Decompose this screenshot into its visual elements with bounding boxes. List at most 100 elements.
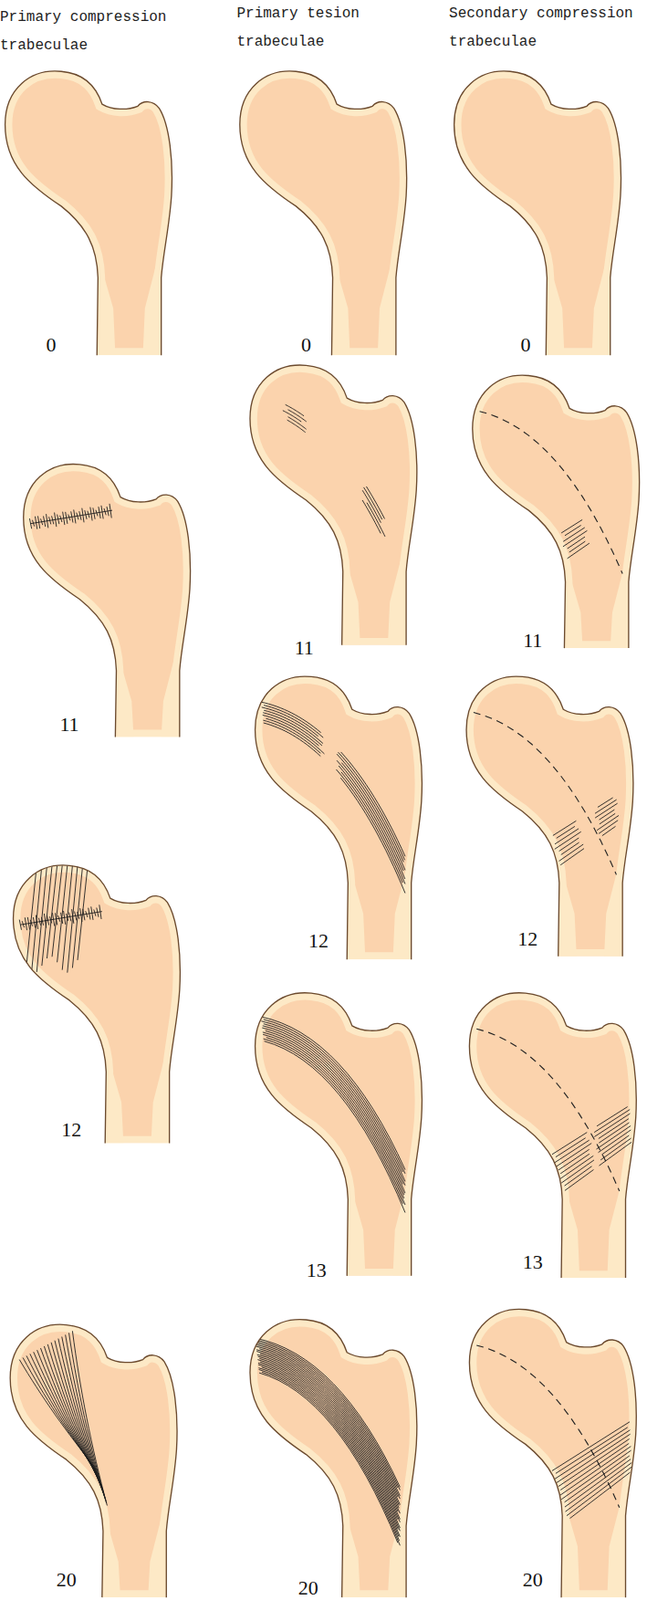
femur-body: [255, 992, 423, 1276]
femur: [13, 865, 181, 1144]
trabecula-line: [72, 1330, 107, 1505]
femur-body: [469, 992, 637, 1278]
stage-number: 20: [522, 1568, 543, 1591]
shaft-cortex: [147, 1490, 168, 1597]
femur-body: [5, 71, 173, 355]
trabecula-line: [52, 515, 54, 524]
trabecula-line: [598, 1122, 629, 1143]
trabecula-line: [556, 825, 575, 838]
trabecula-line: [599, 813, 616, 825]
trabecula-line: [566, 1466, 632, 1516]
trabecula-line: [598, 1129, 632, 1153]
trabecula-line: [99, 904, 102, 919]
femur-body: [469, 1308, 637, 1597]
femur: [255, 676, 423, 960]
trabecula-line: [560, 848, 585, 866]
shaft-cortex: [104, 1055, 124, 1143]
trabecula-line: [597, 797, 614, 807]
stage-number: 13: [306, 1259, 327, 1282]
stage-number: 0: [301, 333, 312, 356]
trabecula-line: [85, 910, 88, 918]
trabecula-line: [72, 865, 83, 968]
trabecula-line: [258, 1362, 400, 1531]
femur-outline: [10, 1324, 178, 1597]
femur-outline: [255, 992, 423, 1276]
trabecula-line: [49, 516, 52, 524]
trabecula-line: [264, 1041, 406, 1213]
femur-outline: [469, 992, 637, 1278]
femur: [23, 463, 191, 737]
trabecula-line: [91, 906, 94, 920]
stage-number: 20: [298, 1576, 319, 1599]
femur-outline: [250, 365, 418, 646]
femur-body: [13, 865, 181, 1144]
trabecula-line: [259, 1368, 400, 1541]
column-heading: Primary compression trabeculae: [0, 3, 183, 61]
trabecula-line: [41, 865, 53, 966]
femur-outline: [240, 71, 407, 355]
trabecula-line: [69, 1332, 107, 1503]
trabecula-line: [554, 1139, 590, 1163]
trabecula-line: [555, 1137, 586, 1158]
trabecula-line: [263, 1038, 404, 1204]
trabecula-line: [564, 1169, 595, 1191]
trabecula-line: [82, 508, 84, 523]
femur-outline: [454, 71, 622, 355]
stage-number: 11: [294, 636, 314, 659]
trabecula-line: [77, 865, 88, 961]
trabecula-line: [567, 542, 590, 559]
trabecula-line: [62, 511, 65, 525]
shaft-cortex: [102, 1515, 121, 1597]
trabecula-line: [57, 865, 68, 962]
trabecula-line: [37, 515, 40, 529]
trabecula-line: [362, 490, 381, 522]
trabecula-line: [263, 722, 322, 757]
trabecula-line: [560, 1155, 595, 1179]
trabecula-line: [67, 865, 78, 972]
trabecula-line: [41, 518, 43, 525]
femur: [250, 1319, 418, 1598]
column-heading: Secondary compression trabeculae: [448, 0, 641, 57]
trabecula-line: [32, 917, 35, 929]
cortex-band: [469, 992, 637, 1278]
shaft-cortex: [606, 1158, 627, 1278]
femur-outline: [250, 1319, 418, 1598]
stage-number: 11: [522, 629, 543, 652]
trabecula-line: [262, 712, 323, 746]
trabecula-line: [594, 1109, 630, 1133]
trabecula-line: [569, 541, 586, 553]
shaft-cortex: [377, 236, 398, 355]
trabecula-line: [563, 530, 587, 546]
trabecula-line: [46, 865, 57, 959]
femur-outline: [13, 865, 181, 1144]
cortex-band: [240, 71, 407, 355]
femur: [454, 71, 622, 355]
femur: [10, 1324, 178, 1597]
trabecula-line: [19, 919, 21, 930]
trabecula-line: [46, 915, 49, 926]
trabecula-line: [71, 511, 74, 522]
trabecula-line: [27, 917, 30, 930]
trabecula-line: [564, 525, 582, 536]
femur-body: [472, 375, 640, 648]
trabecula-line: [256, 1346, 398, 1497]
trabecula-line: [596, 814, 619, 830]
trabecula-line: [31, 865, 42, 971]
trabecula-line: [561, 1159, 595, 1183]
shaft-cortex: [563, 566, 583, 648]
cortex-band: [454, 71, 622, 355]
femur-outline: [23, 463, 191, 737]
femur-body: [255, 676, 423, 960]
trabecula-line: [96, 907, 99, 918]
femur: [240, 71, 407, 355]
trabecula-line: [602, 825, 616, 835]
shaft-cortex: [346, 867, 366, 961]
trabecula-line: [101, 505, 104, 520]
trabecula-line: [560, 1442, 629, 1490]
trabecula-line: [52, 912, 54, 926]
trabecula-line: [36, 865, 47, 972]
shaft-cortex: [393, 842, 414, 961]
trabecula-line: [285, 404, 304, 416]
trabecula-line: [29, 518, 32, 529]
